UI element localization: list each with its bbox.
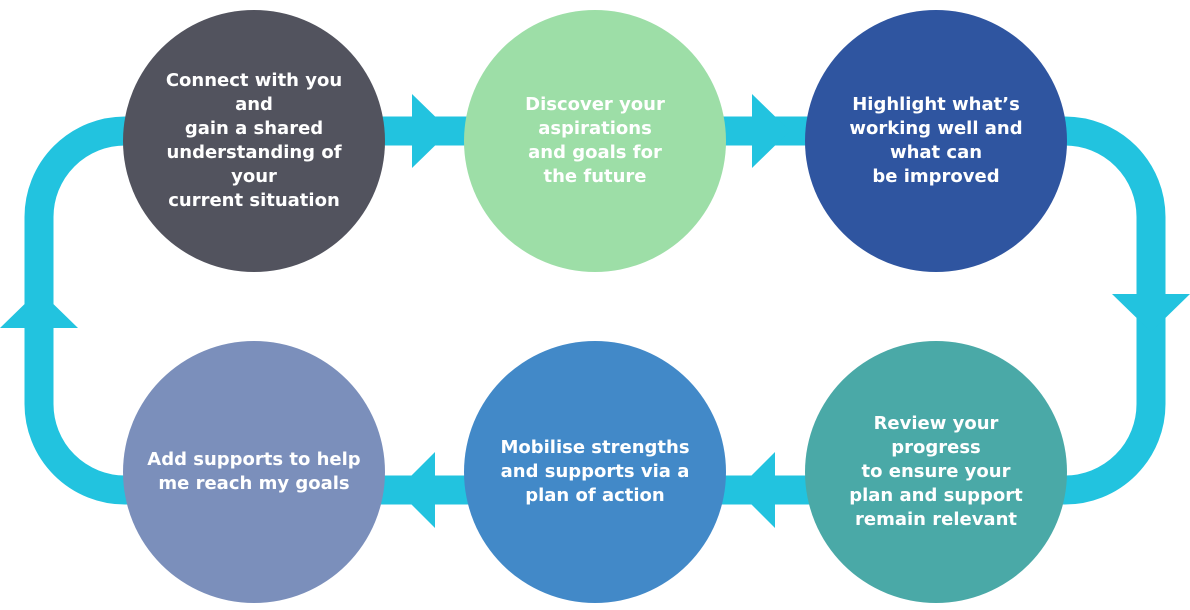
step-circle-connect: Connect with you and gain a shared under…: [123, 10, 385, 272]
step-circle-review: Review your progress to ensure your plan…: [805, 341, 1067, 603]
arrow-left-icon: [397, 452, 435, 528]
arrow-up-icon: [0, 290, 78, 328]
arrow-right-icon: [752, 94, 790, 168]
arrow-left-icon: [737, 452, 775, 528]
step-label-connect: Connect with you and gain a shared under…: [165, 70, 343, 211]
arrow-right-icon: [412, 94, 450, 168]
step-label-discover: Discover your aspirations and goals for …: [525, 94, 665, 187]
step-label-highlight: Highlight what’s working well and what c…: [849, 94, 1023, 187]
step-label-review: Review your progress to ensure your plan…: [849, 413, 1023, 530]
step-circle-highlight: Highlight what’s working well and what c…: [805, 10, 1067, 272]
step-label-mobilise: Mobilise strengths and supports via a pl…: [500, 437, 690, 506]
step-circle-discover: Discover your aspirations and goals for …: [464, 10, 726, 272]
step-label-add-supports: Add supports to help me reach my goals: [147, 449, 361, 494]
arrow-down-icon: [1112, 294, 1190, 332]
step-circle-mobilise: Mobilise strengths and supports via a pl…: [464, 341, 726, 603]
step-circle-add-supports: Add supports to help me reach my goals: [123, 341, 385, 603]
